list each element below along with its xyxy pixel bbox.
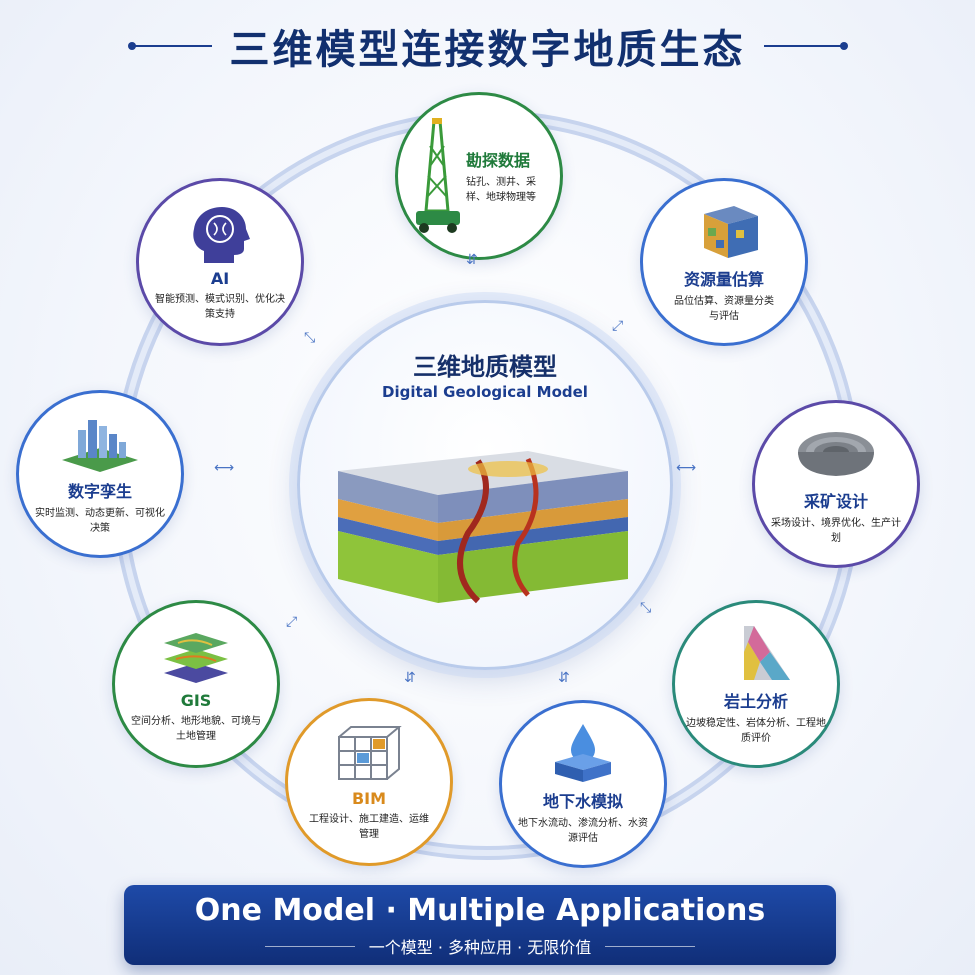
center-subtitle: Digital Geological Model xyxy=(382,383,588,401)
center-geological-model[interactable]: 三维地质模型 Digital Geological Model xyxy=(297,300,673,670)
city-icon xyxy=(62,420,138,472)
node-title: 地下水模拟 xyxy=(542,792,623,811)
arrow-bim: ⇵ xyxy=(404,670,418,686)
title-bar: 三维模型连接数字地质生态 xyxy=(0,14,975,78)
center-title: 三维地质模型 xyxy=(413,353,557,381)
geological-block-model xyxy=(338,451,628,604)
node-desc: 实时监测、动态更新、可视化决策 xyxy=(35,508,165,534)
node-title: 岩土分析 xyxy=(723,692,788,711)
brain-head-icon xyxy=(193,206,250,263)
drill-rig-icon xyxy=(416,118,460,233)
map-layers-icon xyxy=(164,632,228,683)
banner-slogan: One Model · Multiple Applications xyxy=(194,893,766,928)
node-desc: 工程设计、施工建造、运维管理 xyxy=(309,813,429,840)
banner-decor-left xyxy=(264,945,355,947)
bottom-banner: One Model · Multiple Applications 一个模型 ·… xyxy=(124,885,836,965)
node-title: 数字孪生 xyxy=(67,482,132,501)
node-title: GIS xyxy=(180,690,212,710)
arrow-ai: ⤡ xyxy=(304,330,318,346)
ore-block-icon xyxy=(704,206,758,258)
node-gis[interactable]: GIS 空间分析、地形地貌、可境与土地管理 xyxy=(112,600,280,768)
node-mining-design[interactable]: 采矿设计 采场设计、境界优化、生产计划 xyxy=(752,400,920,568)
arrow-geotech: ⤡ xyxy=(640,600,654,616)
page-title: 三维模型连接数字地质生态 xyxy=(229,27,746,73)
title-decor-right xyxy=(763,42,848,50)
node-desc: 空间分析、地形地貌、可境与土地管理 xyxy=(131,715,261,742)
banner-tagline: 一个模型 · 多种应用 · 无限价值 xyxy=(368,938,592,957)
slope-icon xyxy=(744,626,790,680)
arrow-mining: ⟷ xyxy=(676,460,699,476)
arrow-exploration: ⇵ xyxy=(466,252,480,268)
node-title: 勘探数据 xyxy=(466,151,531,170)
arrow-twin: ⟷ xyxy=(214,460,237,476)
node-desc: 采场设计、境界优化、生产计划 xyxy=(771,518,901,544)
water-drop-icon xyxy=(555,724,611,782)
arrow-resource: ⤢ xyxy=(612,318,626,334)
node-groundwater-modeling[interactable]: 地下水模拟 地下水流动、渗流分析、水资源评估 xyxy=(499,700,667,868)
node-digital-twin[interactable]: 数字孪生 实时监测、动态更新、可视化决策 xyxy=(16,390,184,558)
open-pit-icon xyxy=(798,432,874,476)
banner-sub-row: 一个模型 · 多种应用 · 无限价值 xyxy=(124,934,836,958)
node-title: 资源量估算 xyxy=(683,270,764,289)
node-title: BIM xyxy=(351,788,387,808)
node-exploration-data[interactable]: 勘探数据 钻孔、测井、采样、地球物理等 xyxy=(395,92,563,260)
node-desc: 边坡稳定性、岩体分析、工程地质评价 xyxy=(686,718,826,744)
arrow-gis: ⤢ xyxy=(286,614,300,630)
node-desc: 品位估算、资源量分类与评估 xyxy=(674,296,774,322)
building-frame-icon xyxy=(338,725,402,780)
arrow-groundwater: ⇵ xyxy=(558,670,572,686)
node-geotechnical-analysis[interactable]: 岩土分析 边坡稳定性、岩体分析、工程地质评价 xyxy=(672,600,840,768)
node-title: 采矿设计 xyxy=(803,492,868,511)
title-decor-left xyxy=(127,42,212,50)
node-title: AI xyxy=(210,268,230,288)
node-desc: 钻孔、测井、采样、地球物理等 xyxy=(466,177,536,203)
banner-decor-right xyxy=(605,945,696,947)
node-ai[interactable]: AI 智能预测、模式识别、优化决策支持 xyxy=(136,178,304,346)
node-bim[interactable]: BIM 工程设计、施工建造、运维管理 xyxy=(285,698,453,866)
node-desc: 地下水流动、渗流分析、水资源评估 xyxy=(518,818,648,844)
node-desc: 智能预测、模式识别、优化决策支持 xyxy=(155,293,285,320)
node-resource-estimation[interactable]: 资源量估算 品位估算、资源量分类与评估 xyxy=(640,178,808,346)
